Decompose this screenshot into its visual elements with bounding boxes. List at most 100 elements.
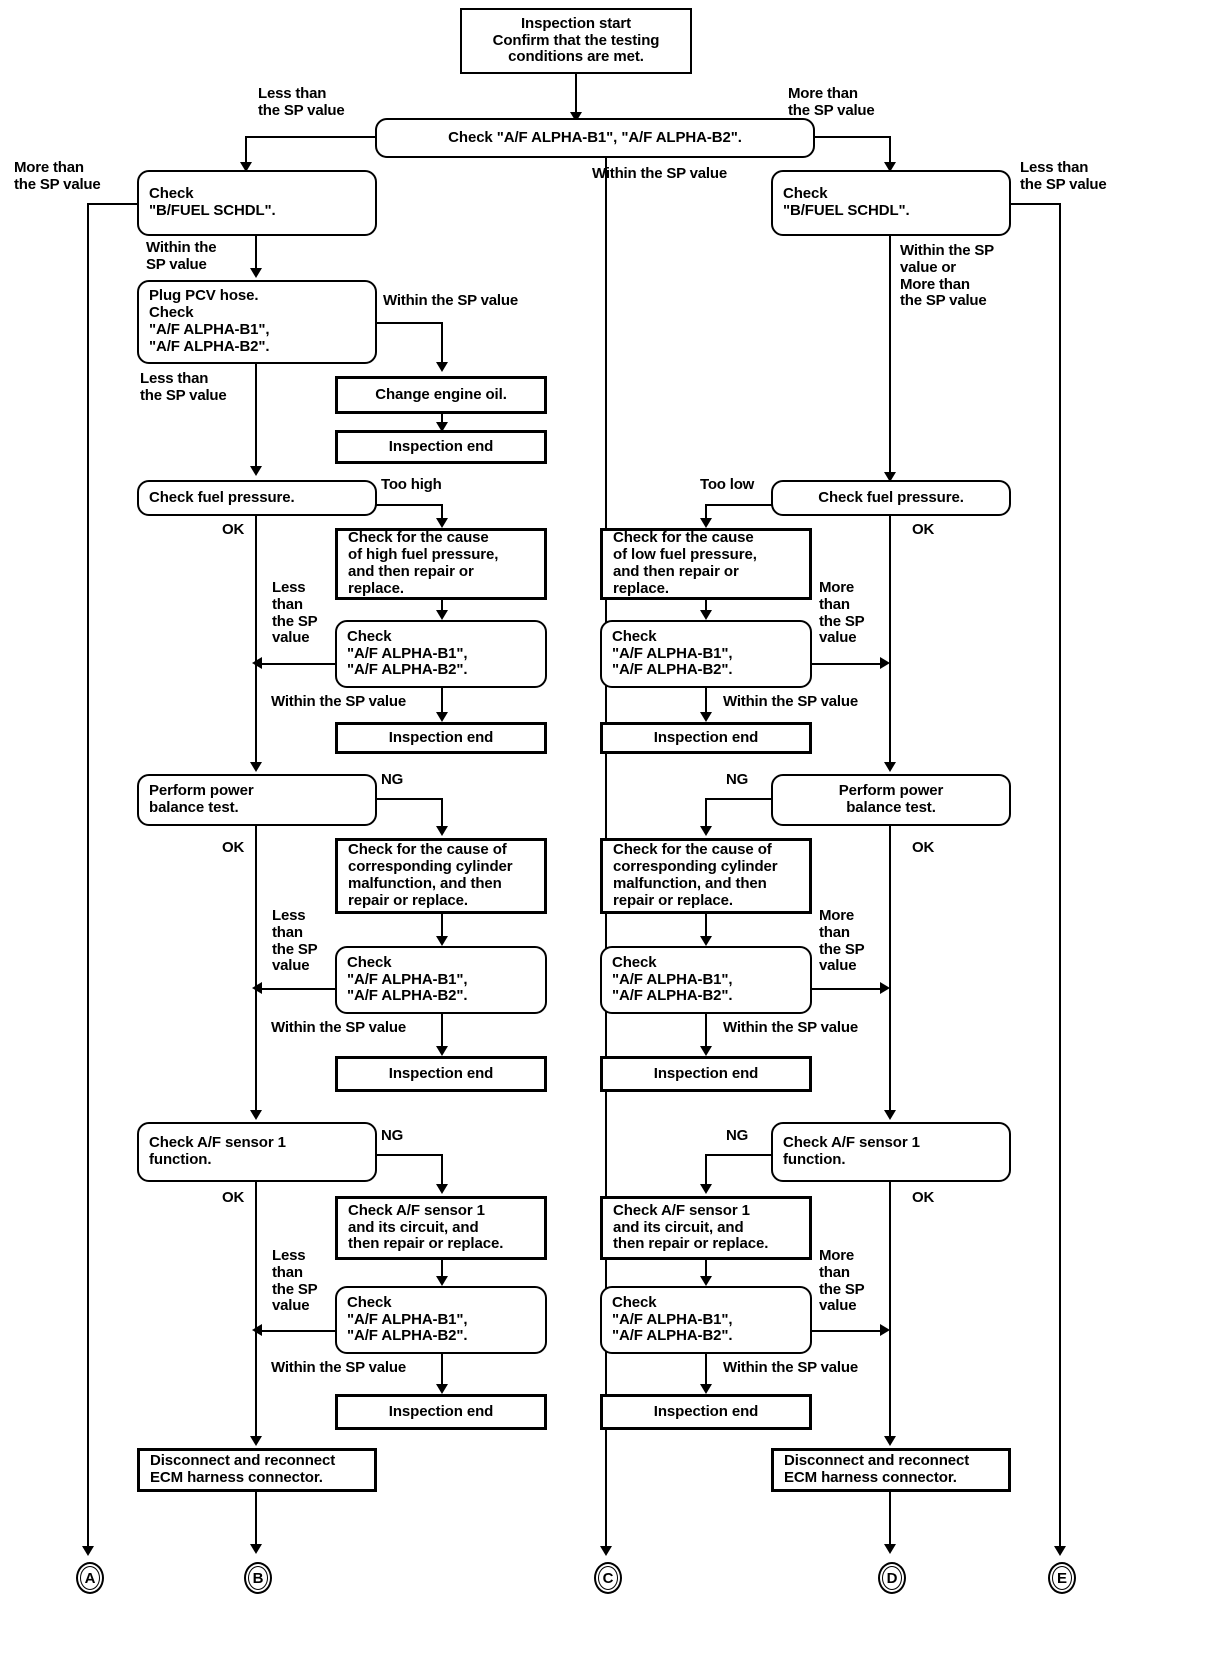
edge-alpha-r3-out bbox=[812, 1330, 884, 1332]
edge-pcv-right-v bbox=[441, 322, 443, 368]
edge-afl-right-h bbox=[375, 1154, 443, 1156]
arrow-alpha-r2-out bbox=[880, 982, 890, 994]
node-check-alpha-l3-text: Check "A/F ALPHA-B1", "A/F ALPHA-B2". bbox=[347, 1293, 468, 1345]
edge-bfuel-left-out-h bbox=[87, 203, 139, 205]
label-ng-afr: NG bbox=[726, 1127, 749, 1144]
arrow-alpha-l2-down bbox=[436, 1046, 448, 1056]
edge-bfuel-right-out-h bbox=[1009, 203, 1061, 205]
node-check-alpha-main: Check "A/F ALPHA-B1", "A/F ALPHA-B2". bbox=[375, 118, 815, 158]
edge-trunk-a bbox=[87, 203, 89, 1552]
connector-d-label: D bbox=[886, 1569, 898, 1587]
arrow-pcv-right bbox=[436, 362, 448, 372]
node-check-alpha-r2-text: Check "A/F ALPHA-B1", "A/F ALPHA-B2". bbox=[612, 953, 733, 1005]
node-cause-low-fuel: Check for the cause of low fuel pressure… bbox=[600, 528, 812, 600]
arrow-ecm-right-to-d bbox=[884, 1544, 896, 1554]
edge-clf-to-alpha bbox=[705, 600, 707, 616]
edge-alpha-l3-down bbox=[441, 1354, 443, 1392]
node-check-alpha-l3: Check "A/F ALPHA-B1", "A/F ALPHA-B2". bbox=[335, 1286, 547, 1354]
node-af-sensor-circuit-left: Check A/F sensor 1 and its circuit, and … bbox=[335, 1196, 547, 1260]
arrow-alpha-l1-back bbox=[252, 657, 262, 669]
label-more-than-far-left: More than the SP value bbox=[14, 159, 101, 193]
connector-b: B bbox=[244, 1562, 272, 1594]
node-af-sensor-function-right-text: Check A/F sensor 1 function. bbox=[783, 1134, 920, 1168]
arrow-clf-to-alpha bbox=[700, 610, 712, 620]
arrow-trunk-d-3 bbox=[884, 1436, 896, 1446]
node-inspection-start-text: Inspection start Confirm that the testin… bbox=[492, 14, 660, 66]
node-cause-cylinder-left-text: Check for the cause of corresponding cyl… bbox=[348, 841, 513, 909]
arrow-trunk-c bbox=[600, 1546, 612, 1556]
node-check-alpha-main-text: Check "A/F ALPHA-B1", "A/F ALPHA-B2". bbox=[448, 128, 742, 146]
arrow-oil-to-end bbox=[436, 422, 448, 432]
node-inspection-end-2: Inspection end bbox=[335, 722, 547, 754]
arrow-main-left bbox=[240, 162, 252, 172]
node-af-sensor-circuit-right: Check A/F sensor 1 and its circuit, and … bbox=[600, 1196, 812, 1260]
edge-trunk-b-seg1 bbox=[255, 516, 257, 768]
connector-d: D bbox=[878, 1562, 906, 1594]
edge-alpha-l3-back bbox=[262, 1330, 336, 1332]
arrow-trunk-b-1 bbox=[250, 762, 262, 772]
edge-fpr-left-h bbox=[705, 504, 773, 506]
node-inspection-start: Inspection start Confirm that the testin… bbox=[460, 8, 692, 74]
arrow-fpr-left bbox=[700, 518, 712, 528]
label-within-left-1: Within the SP value bbox=[146, 239, 217, 273]
label-within-pcv: Within the SP value bbox=[383, 292, 518, 309]
edge-chf-to-alpha bbox=[441, 600, 443, 616]
edge-afl-right-v bbox=[441, 1154, 443, 1190]
arrow-start-to-main bbox=[570, 112, 582, 122]
edge-afr-left-h bbox=[705, 1154, 773, 1156]
edge-afcl-to-alpha bbox=[441, 1260, 443, 1282]
arrow-alpha-r3-out bbox=[880, 1324, 890, 1336]
edge-alpha-l2-down bbox=[441, 1014, 443, 1054]
edge-alpha-l1-down bbox=[441, 688, 443, 720]
edge-alpha-r2-out bbox=[812, 988, 884, 990]
arrow-main-right bbox=[884, 162, 896, 172]
node-inspection-end-7: Inspection end bbox=[600, 1394, 812, 1430]
node-power-balance-right-text: Perform power balance test. bbox=[838, 782, 944, 816]
arrow-chf-to-alpha bbox=[436, 610, 448, 620]
label-ok-fpl: OK bbox=[222, 521, 245, 538]
arrow-alpha-l1-down bbox=[436, 712, 448, 722]
label-ok-pbr: OK bbox=[912, 839, 935, 856]
label-ok-pbl: OK bbox=[222, 839, 245, 856]
label-less-than-far-right: Less than the SP value bbox=[1020, 159, 1107, 193]
label-ok-afr: OK bbox=[912, 1189, 935, 1206]
label-within-r2: Within the SP value bbox=[723, 1019, 858, 1036]
arrow-bfuel-right-down bbox=[884, 472, 896, 482]
label-within-l2: Within the SP value bbox=[271, 1019, 406, 1036]
label-more-than-right-top: More than the SP value bbox=[788, 85, 875, 119]
connector-b-label: B bbox=[252, 1569, 264, 1587]
connector-a-ring bbox=[80, 1566, 100, 1590]
edge-bfuel-right-down bbox=[889, 236, 891, 478]
arrow-alpha-r1-out bbox=[880, 657, 890, 669]
arrow-pbr-left bbox=[700, 826, 712, 836]
arrow-afcr-to-alpha bbox=[700, 1276, 712, 1286]
node-cause-high-fuel: Check for the cause of high fuel pressur… bbox=[335, 528, 547, 600]
edge-alpha-r1-out bbox=[812, 663, 884, 665]
edge-main-left-v bbox=[245, 136, 247, 168]
arrow-trunk-d-2 bbox=[884, 1110, 896, 1120]
edge-alpha-r3-down bbox=[705, 1354, 707, 1392]
label-within-r3: Within the SP value bbox=[723, 1359, 858, 1376]
label-within-l3: Within the SP value bbox=[271, 1359, 406, 1376]
arrow-afl-right bbox=[436, 1184, 448, 1194]
node-check-alpha-r2: Check "A/F ALPHA-B1", "A/F ALPHA-B2". bbox=[600, 946, 812, 1014]
node-cause-cylinder-right-text: Check for the cause of corresponding cyl… bbox=[613, 841, 778, 909]
arrow-afcl-to-alpha bbox=[436, 1276, 448, 1286]
label-ok-fpr: OK bbox=[912, 521, 935, 538]
node-power-balance-right: Perform power balance test. bbox=[771, 774, 1011, 826]
connector-d-ring bbox=[882, 1566, 902, 1590]
edge-pbr-left-v bbox=[705, 798, 707, 832]
node-inspection-end-1: Inspection end bbox=[335, 430, 547, 464]
edge-ccr-to-alpha bbox=[705, 914, 707, 942]
edge-trunk-d-seg2 bbox=[889, 826, 891, 1116]
node-inspection-end-1-text: Inspection end bbox=[388, 437, 494, 455]
edge-ccl-to-alpha bbox=[441, 914, 443, 942]
label-within-or-more: Within the SP value or More than the SP … bbox=[900, 242, 994, 310]
node-check-fuel-pressure-right-text: Check fuel pressure. bbox=[818, 488, 964, 506]
arrow-alpha-l3-back bbox=[252, 1324, 262, 1336]
edge-oil-to-end bbox=[441, 414, 443, 428]
node-ecm-harness-right-text: Disconnect and reconnect ECM harness con… bbox=[784, 1452, 970, 1486]
node-check-bfuel-left: Check "B/FUEL SCHDL". bbox=[137, 170, 377, 236]
arrow-alpha-r1-down bbox=[700, 712, 712, 722]
